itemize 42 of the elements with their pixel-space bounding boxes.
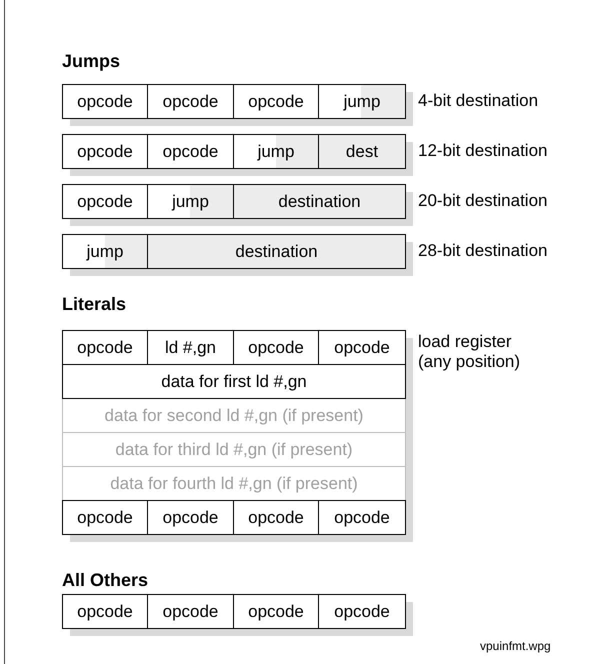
field-cell: opcode xyxy=(62,330,148,365)
field-cell: opcode xyxy=(318,594,406,629)
field-cell: jump xyxy=(233,134,319,169)
instruction-block xyxy=(62,330,405,534)
optional-field-cell: data for third ld #,gn (if present) xyxy=(62,432,406,467)
field-cell: opcode xyxy=(62,594,148,629)
row-description: 12-bit destination xyxy=(418,141,548,161)
shaded-field-cell: destination xyxy=(147,234,406,269)
field-cell: opcode xyxy=(318,330,406,365)
field-cell: jump xyxy=(147,184,234,219)
field-cell: opcode xyxy=(62,500,148,535)
field-cell: opcode xyxy=(233,594,319,629)
shaded-field-cell: destination xyxy=(233,184,406,219)
section-heading: Jumps xyxy=(62,50,120,73)
optional-field-cell: data for second ld #,gn (if present) xyxy=(62,398,406,433)
field-cell: jump xyxy=(318,84,406,119)
instruction-row xyxy=(62,184,405,218)
file-name: vpuinfmt.wpg xyxy=(480,638,551,655)
field-cell: opcode xyxy=(147,84,234,119)
instruction-row xyxy=(62,594,405,628)
field-cell: opcode xyxy=(62,134,148,169)
instruction-row xyxy=(62,84,405,118)
instruction-row xyxy=(62,234,405,268)
instruction-row xyxy=(62,134,405,168)
row-description: 4-bit destination xyxy=(418,91,538,111)
field-cell: jump xyxy=(62,234,148,269)
section-heading: All Others xyxy=(62,569,148,592)
field-cell: data for first ld #,gn xyxy=(62,364,406,399)
row-description: 20-bit destination xyxy=(418,191,548,211)
field-cell: opcode xyxy=(318,500,406,535)
optional-field-cell: data for fourth ld #,gn (if present) xyxy=(62,466,406,501)
field-cell: opcode xyxy=(147,500,234,535)
section-heading: Literals xyxy=(62,293,126,316)
shaded-field-cell: dest xyxy=(318,134,406,169)
field-cell: opcode xyxy=(147,594,234,629)
row-description: 28-bit destination xyxy=(418,241,548,261)
row-description: load register (any position) xyxy=(418,332,522,372)
field-cell: opcode xyxy=(62,84,148,119)
field-cell: opcode xyxy=(62,184,148,219)
field-cell: opcode xyxy=(233,500,319,535)
field-cell: opcode xyxy=(147,134,234,169)
field-cell: opcode xyxy=(233,84,319,119)
